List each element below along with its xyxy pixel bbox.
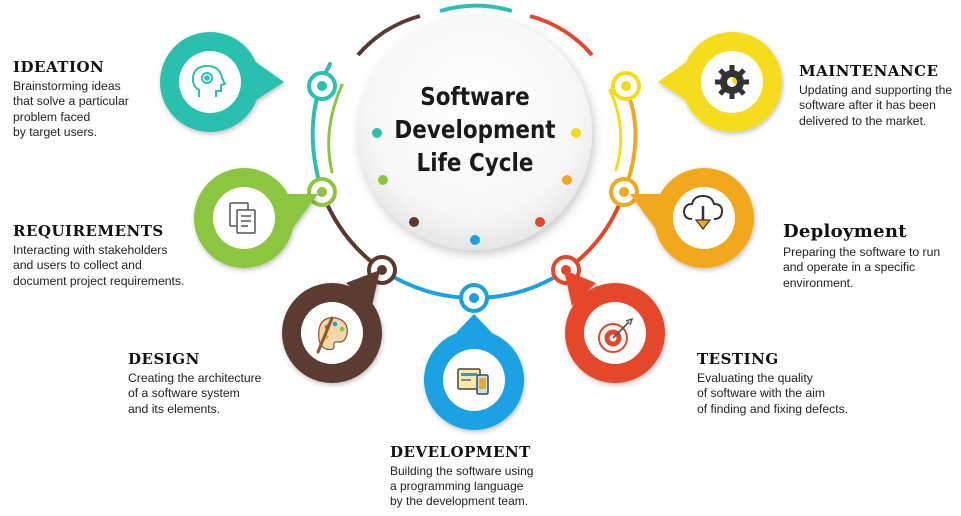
stage-title: DEVELOPMENT	[390, 443, 531, 461]
stage-description: Updating and supporting the software aft…	[799, 83, 953, 128]
node-development	[459, 283, 489, 313]
stage-title: MAINTENANCE	[799, 62, 939, 80]
stage-ideation: IDEATION Brainstorming ideas that solve …	[13, 58, 173, 141]
hub-dot	[372, 128, 382, 138]
hub-dot	[535, 217, 545, 227]
diagram-title: Software Development Life Cycle	[376, 80, 574, 179]
hub-dot	[409, 217, 419, 227]
stage-title: TESTING	[697, 350, 779, 368]
stage-testing: TESTING Evaluating the quality of softwa…	[697, 350, 897, 417]
cycle-arc-yellow	[608, 88, 623, 172]
title-line: Software	[420, 82, 530, 111]
stage-title: REQUIREMENTS	[13, 222, 164, 240]
cloud-download-icon	[682, 194, 724, 230]
title-line: Life Cycle	[416, 148, 534, 177]
title-line: Development	[394, 115, 556, 144]
node-maintenance	[611, 71, 641, 101]
stage-description: Building the software using a programmin…	[390, 464, 534, 508]
stage-development: DEVELOPMENT Building the software using …	[390, 443, 580, 509]
outer-ring	[356, 3, 594, 57]
path-nodes	[307, 71, 641, 313]
ring-arc-top-teal	[439, 3, 513, 13]
hub-dot	[562, 175, 572, 185]
documents-icon	[229, 202, 256, 234]
stage-description: Preparing the software to run and operat…	[783, 245, 941, 290]
palette-brush-icon	[316, 316, 348, 354]
devices-icon	[457, 368, 489, 395]
stage-title: IDEATION	[13, 58, 105, 76]
stage-description: Interacting with stakeholders and users …	[13, 243, 185, 288]
stage-description: Brainstorming ideas that solve a particu…	[13, 79, 129, 140]
cycle-arc-lime	[327, 83, 344, 174]
stage-deployment: Deployment Preparing the software to run…	[783, 221, 958, 291]
stage-design: DESIGN Creating the architecture of a so…	[128, 350, 298, 417]
head-gear-icon	[191, 64, 227, 97]
stage-title: DESIGN	[128, 350, 200, 368]
node-requirements	[307, 177, 337, 207]
hub-dot	[378, 175, 388, 185]
ring-arc-top-brown	[356, 14, 421, 57]
stage-maintenance: MAINTENANCE Updating and supporting the …	[799, 62, 959, 129]
hub-dot	[571, 128, 581, 138]
center-hub	[358, 16, 592, 250]
ring-arc-top-red	[529, 14, 594, 57]
node-deployment	[609, 177, 639, 207]
stage-title: Deployment	[783, 221, 907, 242]
stage-requirements: REQUIREMENTS Interacting with stakeholde…	[13, 222, 228, 289]
node-ideation	[307, 71, 337, 101]
bubble-ideation	[160, 32, 284, 132]
hub-dot	[470, 235, 480, 245]
target-icon	[598, 317, 634, 353]
stage-description: Evaluating the quality of software with …	[697, 371, 849, 416]
stage-description: Creating the architecture of a software …	[128, 371, 262, 416]
gear-icon	[715, 65, 749, 99]
